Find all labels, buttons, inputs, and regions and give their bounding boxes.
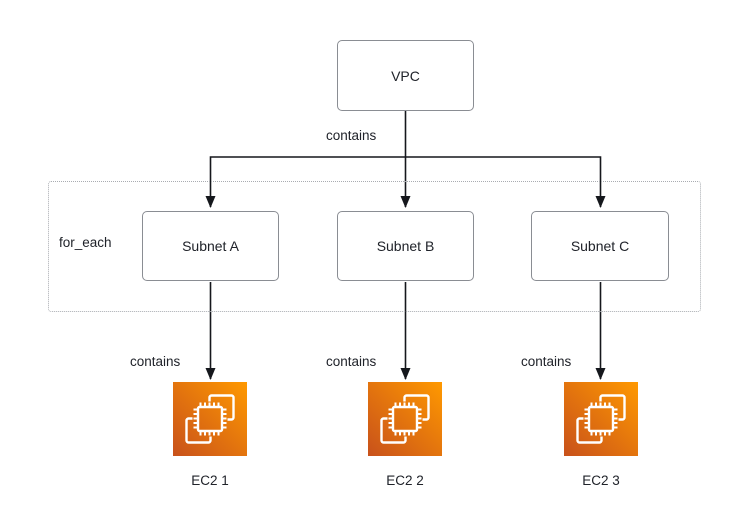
node-subnet-b-label: Subnet B xyxy=(376,238,435,254)
for-each-group-box xyxy=(48,181,701,312)
node-subnet-a: Subnet A xyxy=(142,211,279,281)
edge-label-subnet-a-contains: contains xyxy=(130,354,181,369)
node-vpc-label: VPC xyxy=(391,67,420,84)
node-ec2-3-label: EC2 3 xyxy=(582,473,620,488)
aws-ec2-icon xyxy=(173,382,247,456)
node-ec2-2-label: EC2 2 xyxy=(386,473,424,488)
node-vpc: VPC xyxy=(337,40,474,111)
node-subnet-c-label: Subnet C xyxy=(570,238,630,254)
edge-label-vpc-contains: contains xyxy=(326,128,377,143)
aws-ec2-icon xyxy=(564,382,638,456)
for-each-group-label: for_each xyxy=(59,235,112,250)
node-subnet-b: Subnet B xyxy=(337,211,474,281)
edge-label-subnet-c-contains: contains xyxy=(521,354,572,369)
edge-label-subnet-b-contains: contains xyxy=(326,354,377,369)
node-ec2-1-label: EC2 1 xyxy=(191,473,229,488)
node-subnet-c: Subnet C xyxy=(531,211,669,281)
node-subnet-a-label: Subnet A xyxy=(182,238,239,254)
aws-ec2-icon xyxy=(368,382,442,456)
